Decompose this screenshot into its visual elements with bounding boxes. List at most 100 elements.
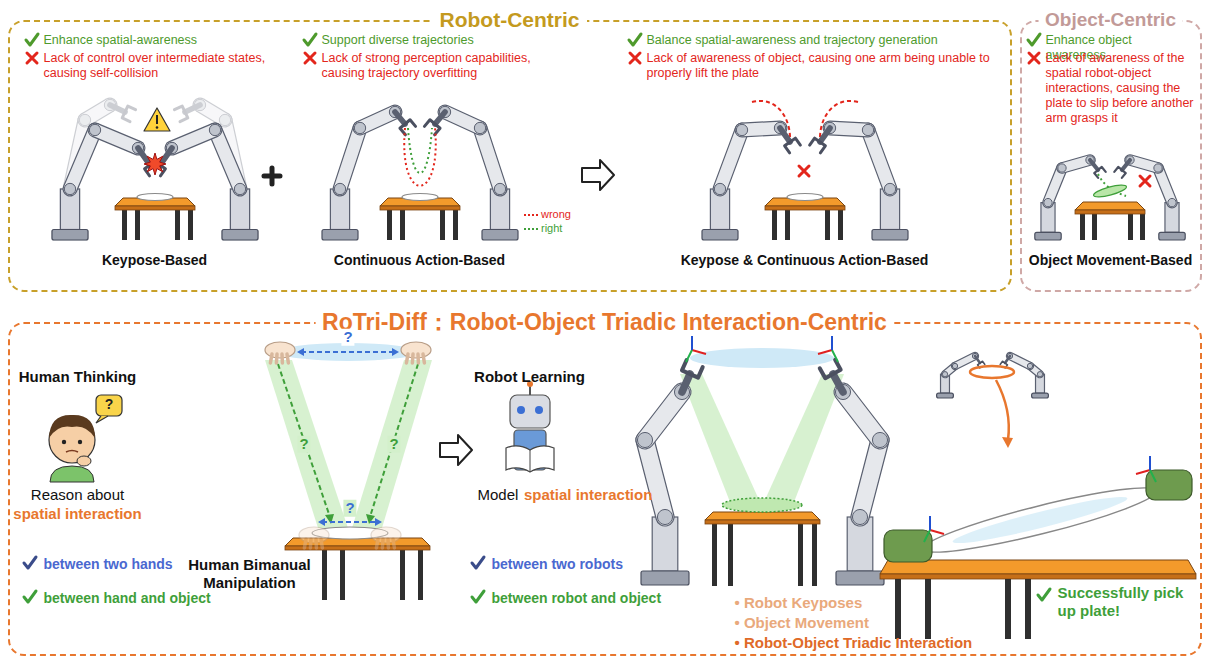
table-leg bbox=[418, 548, 423, 600]
check-icon bbox=[1038, 589, 1050, 600]
robot-link bbox=[860, 440, 880, 517]
axis-x bbox=[1136, 470, 1150, 474]
robot-arm bbox=[150, 124, 258, 240]
bullet-item: • Object Movement bbox=[735, 614, 869, 632]
table-leg bbox=[825, 208, 830, 240]
robot-link-outline bbox=[1010, 356, 1030, 366]
interaction-item: between robot and object bbox=[492, 590, 662, 607]
table-edge bbox=[380, 206, 460, 210]
robot-base bbox=[1035, 232, 1061, 240]
palm bbox=[401, 342, 431, 358]
robot-joint bbox=[234, 183, 245, 194]
child-eye bbox=[78, 440, 82, 444]
palm bbox=[299, 527, 329, 543]
robot-joint bbox=[637, 432, 652, 447]
plate-points bbox=[722, 498, 802, 512]
dashed-double-arrow bbox=[322, 521, 378, 523]
legend-item: right bbox=[524, 222, 562, 235]
robot-joint bbox=[1168, 198, 1176, 206]
axis-z bbox=[929, 516, 931, 530]
robot-joint bbox=[884, 183, 895, 194]
robot-link-outline bbox=[480, 128, 500, 189]
robot-base bbox=[702, 230, 738, 241]
implies-arrow bbox=[582, 160, 614, 190]
table-leg bbox=[1128, 212, 1133, 240]
robot-joint bbox=[494, 183, 505, 194]
method-name: Keypose & Continuous Action-Based bbox=[681, 252, 929, 269]
warning-dot bbox=[156, 126, 159, 129]
warning-triangle bbox=[144, 108, 170, 131]
robot-link-outline bbox=[70, 130, 95, 189]
cross-icon bbox=[799, 166, 809, 176]
robot-base bbox=[222, 230, 258, 241]
table-leg bbox=[772, 208, 777, 240]
table bbox=[765, 198, 845, 240]
axis-y bbox=[686, 350, 692, 362]
finger bbox=[321, 539, 322, 548]
robot-wrist bbox=[185, 105, 200, 112]
method-name: Object Movement-Based bbox=[1029, 252, 1192, 269]
robots-space bbox=[690, 348, 834, 368]
plate-interaction bbox=[951, 490, 1130, 549]
trajectory-right bbox=[408, 128, 432, 173]
robot-eye bbox=[535, 406, 543, 414]
palm bbox=[265, 342, 295, 358]
plate bbox=[137, 194, 173, 201]
key-phrase: spatial interaction bbox=[524, 486, 652, 504]
child-mouth bbox=[66, 451, 78, 453]
check-icon bbox=[629, 34, 641, 45]
robot-wrist bbox=[975, 356, 980, 363]
finger bbox=[287, 354, 288, 363]
interaction-item: between two robots bbox=[492, 556, 623, 573]
table-leg bbox=[785, 208, 790, 240]
robot-base bbox=[872, 230, 908, 241]
robot-gripper bbox=[400, 120, 416, 135]
finger bbox=[376, 539, 378, 548]
axis-x bbox=[692, 350, 706, 354]
drawback-text: Lack of control over intermediate states… bbox=[44, 51, 294, 81]
robot-joint bbox=[714, 183, 725, 194]
robot-wrist bbox=[833, 374, 843, 392]
finger bbox=[280, 354, 284, 363]
robot-arm bbox=[1035, 156, 1106, 240]
child-shirt bbox=[50, 466, 94, 482]
table-edge bbox=[880, 574, 1196, 579]
key-phrase: spatial interaction bbox=[13, 505, 141, 523]
method-name: Keypose-Based bbox=[102, 252, 207, 269]
robot-gripper bbox=[1114, 167, 1125, 178]
illustration-caption: Human Bimanual Manipulation bbox=[184, 556, 316, 592]
robot-base bbox=[1159, 232, 1185, 240]
robot-joint bbox=[942, 372, 947, 377]
axis-z bbox=[831, 336, 833, 350]
step-heading: Human Thinking bbox=[19, 368, 137, 386]
axis-y bbox=[1150, 470, 1156, 482]
robot-arm bbox=[322, 106, 416, 240]
interaction-cone bbox=[265, 360, 348, 528]
child-hair bbox=[49, 415, 95, 438]
robot-joint bbox=[952, 363, 957, 368]
robot-wrist bbox=[1122, 160, 1130, 170]
question-mark: ? bbox=[387, 436, 400, 453]
table-leg bbox=[798, 522, 803, 586]
robot-base bbox=[836, 571, 884, 585]
table-leg bbox=[728, 522, 733, 586]
arrow-head bbox=[318, 518, 382, 526]
axis-x bbox=[818, 350, 832, 354]
robot-link bbox=[172, 130, 215, 148]
robot-link-outline bbox=[720, 130, 742, 189]
table-leg bbox=[1025, 579, 1031, 639]
check-icon bbox=[1028, 34, 1040, 45]
robot-wrist bbox=[1005, 356, 1010, 363]
child-hand bbox=[77, 456, 91, 466]
robot-link bbox=[955, 356, 975, 366]
robot-base bbox=[937, 393, 954, 398]
robot-joint bbox=[1154, 164, 1162, 172]
robot-link bbox=[645, 392, 682, 440]
speech-tail bbox=[96, 416, 108, 423]
robot-wrist bbox=[780, 128, 790, 142]
robot-arm bbox=[52, 124, 160, 240]
method-group-panel: Object-CentricEnhance object awarenessLa… bbox=[1020, 20, 1202, 292]
finger bbox=[275, 354, 279, 363]
hand bbox=[299, 527, 329, 548]
robot-link bbox=[868, 130, 890, 189]
